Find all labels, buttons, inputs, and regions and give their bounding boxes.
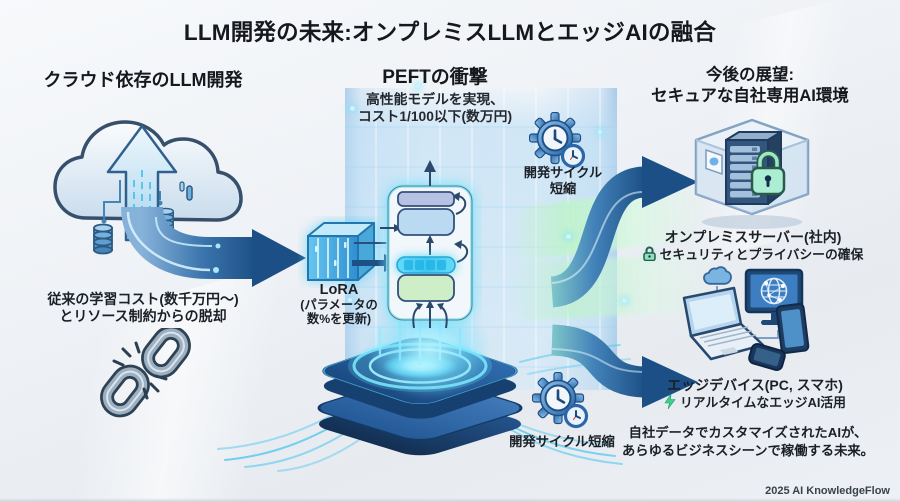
break-burst bbox=[112, 341, 168, 400]
gear-clock-icon bbox=[529, 112, 586, 169]
right-section-heading: 今後の展望: セキュアな自社専用AI環境 bbox=[637, 65, 863, 107]
sparkle-dot bbox=[566, 234, 571, 239]
edge-devices-icon bbox=[682, 266, 810, 371]
closing-text: 自社データでカスタマイズされたAIが、 あらゆるビジネスシーンで稼働する未来。 bbox=[622, 425, 874, 458]
right-heading-line2: セキュアな自社専用AI環境 bbox=[651, 87, 849, 105]
layer-block-frozen bbox=[397, 208, 455, 236]
server-room-icon bbox=[694, 118, 810, 229]
cycle-reduction-label-top: 開発サイクル 短縮 bbox=[523, 165, 603, 196]
lora-cube-icon bbox=[307, 222, 375, 281]
layer-block-top bbox=[397, 191, 455, 207]
sparkle-dot bbox=[350, 106, 355, 111]
peft-subtitle-line2: コスト1/100以下(数万円) bbox=[357, 108, 513, 124]
credit-text: 2025 AI KnowledgeFlow bbox=[765, 485, 890, 497]
flow-arrows-to-right bbox=[549, 156, 698, 408]
lora-title: LoRA bbox=[319, 282, 359, 298]
layer-block-tuned bbox=[397, 274, 455, 302]
peft-subtitle: 高性能モデルを実現、 コスト1/100以下(数万円) bbox=[322, 92, 548, 125]
peft-subtitle-line1: 高性能モデルを実現、 bbox=[366, 92, 504, 107]
flow-arrow-cloud-to-lora bbox=[106, 124, 306, 287]
smartphone-icon bbox=[748, 343, 786, 371]
model-diagram bbox=[380, 160, 474, 329]
lora-label: LoRA (パラメータの 数%を更新) bbox=[288, 283, 390, 327]
sparkle-dot bbox=[598, 130, 602, 134]
server-caption: オンプレミスサーバー(社内) bbox=[664, 229, 842, 245]
small-cloud-icon bbox=[703, 266, 732, 285]
broken-chain-icon bbox=[100, 328, 191, 418]
sparkle-dot bbox=[348, 298, 352, 302]
left-section-heading: クラウド依存のLLM開発 bbox=[43, 70, 243, 90]
globe-network-icon bbox=[760, 277, 788, 305]
lock-icon bbox=[642, 246, 656, 261]
monitor-icon bbox=[744, 268, 804, 325]
flow-arrow-to-devices bbox=[550, 324, 698, 408]
flow-arrow-to-server bbox=[549, 156, 698, 308]
cycle-reduction-label-bottom: 開発サイクル短縮 bbox=[509, 434, 615, 449]
security-note: セキュリティとプライバシーの確保 bbox=[638, 244, 868, 263]
center-section-heading: PEFTの衝撃 bbox=[382, 67, 488, 88]
edge-caption: エッジデバイス(PC, スマホ) bbox=[667, 377, 843, 393]
wall-frame bbox=[705, 148, 723, 176]
sparkle-dot bbox=[416, 84, 420, 88]
legacy-cost-text: 従来の学習コスト(数千万円〜) とリソース制約からの脱却 bbox=[47, 291, 239, 324]
tablet-icon bbox=[775, 302, 810, 354]
bottom-strip bbox=[0, 498, 900, 502]
lightning-icon bbox=[664, 394, 676, 409]
gear-clock-icon bbox=[532, 372, 589, 429]
lock-icon bbox=[750, 150, 786, 196]
sparkle-dot bbox=[622, 298, 627, 303]
realtime-note: リアルタイムなエッジAI活用 bbox=[640, 392, 870, 411]
main-title: LLM開発の未来:オンプレミスLLMとエッジAIの融合 bbox=[183, 20, 717, 45]
database-cylinder bbox=[93, 223, 113, 255]
right-heading-line1: 今後の展望: bbox=[706, 66, 794, 84]
